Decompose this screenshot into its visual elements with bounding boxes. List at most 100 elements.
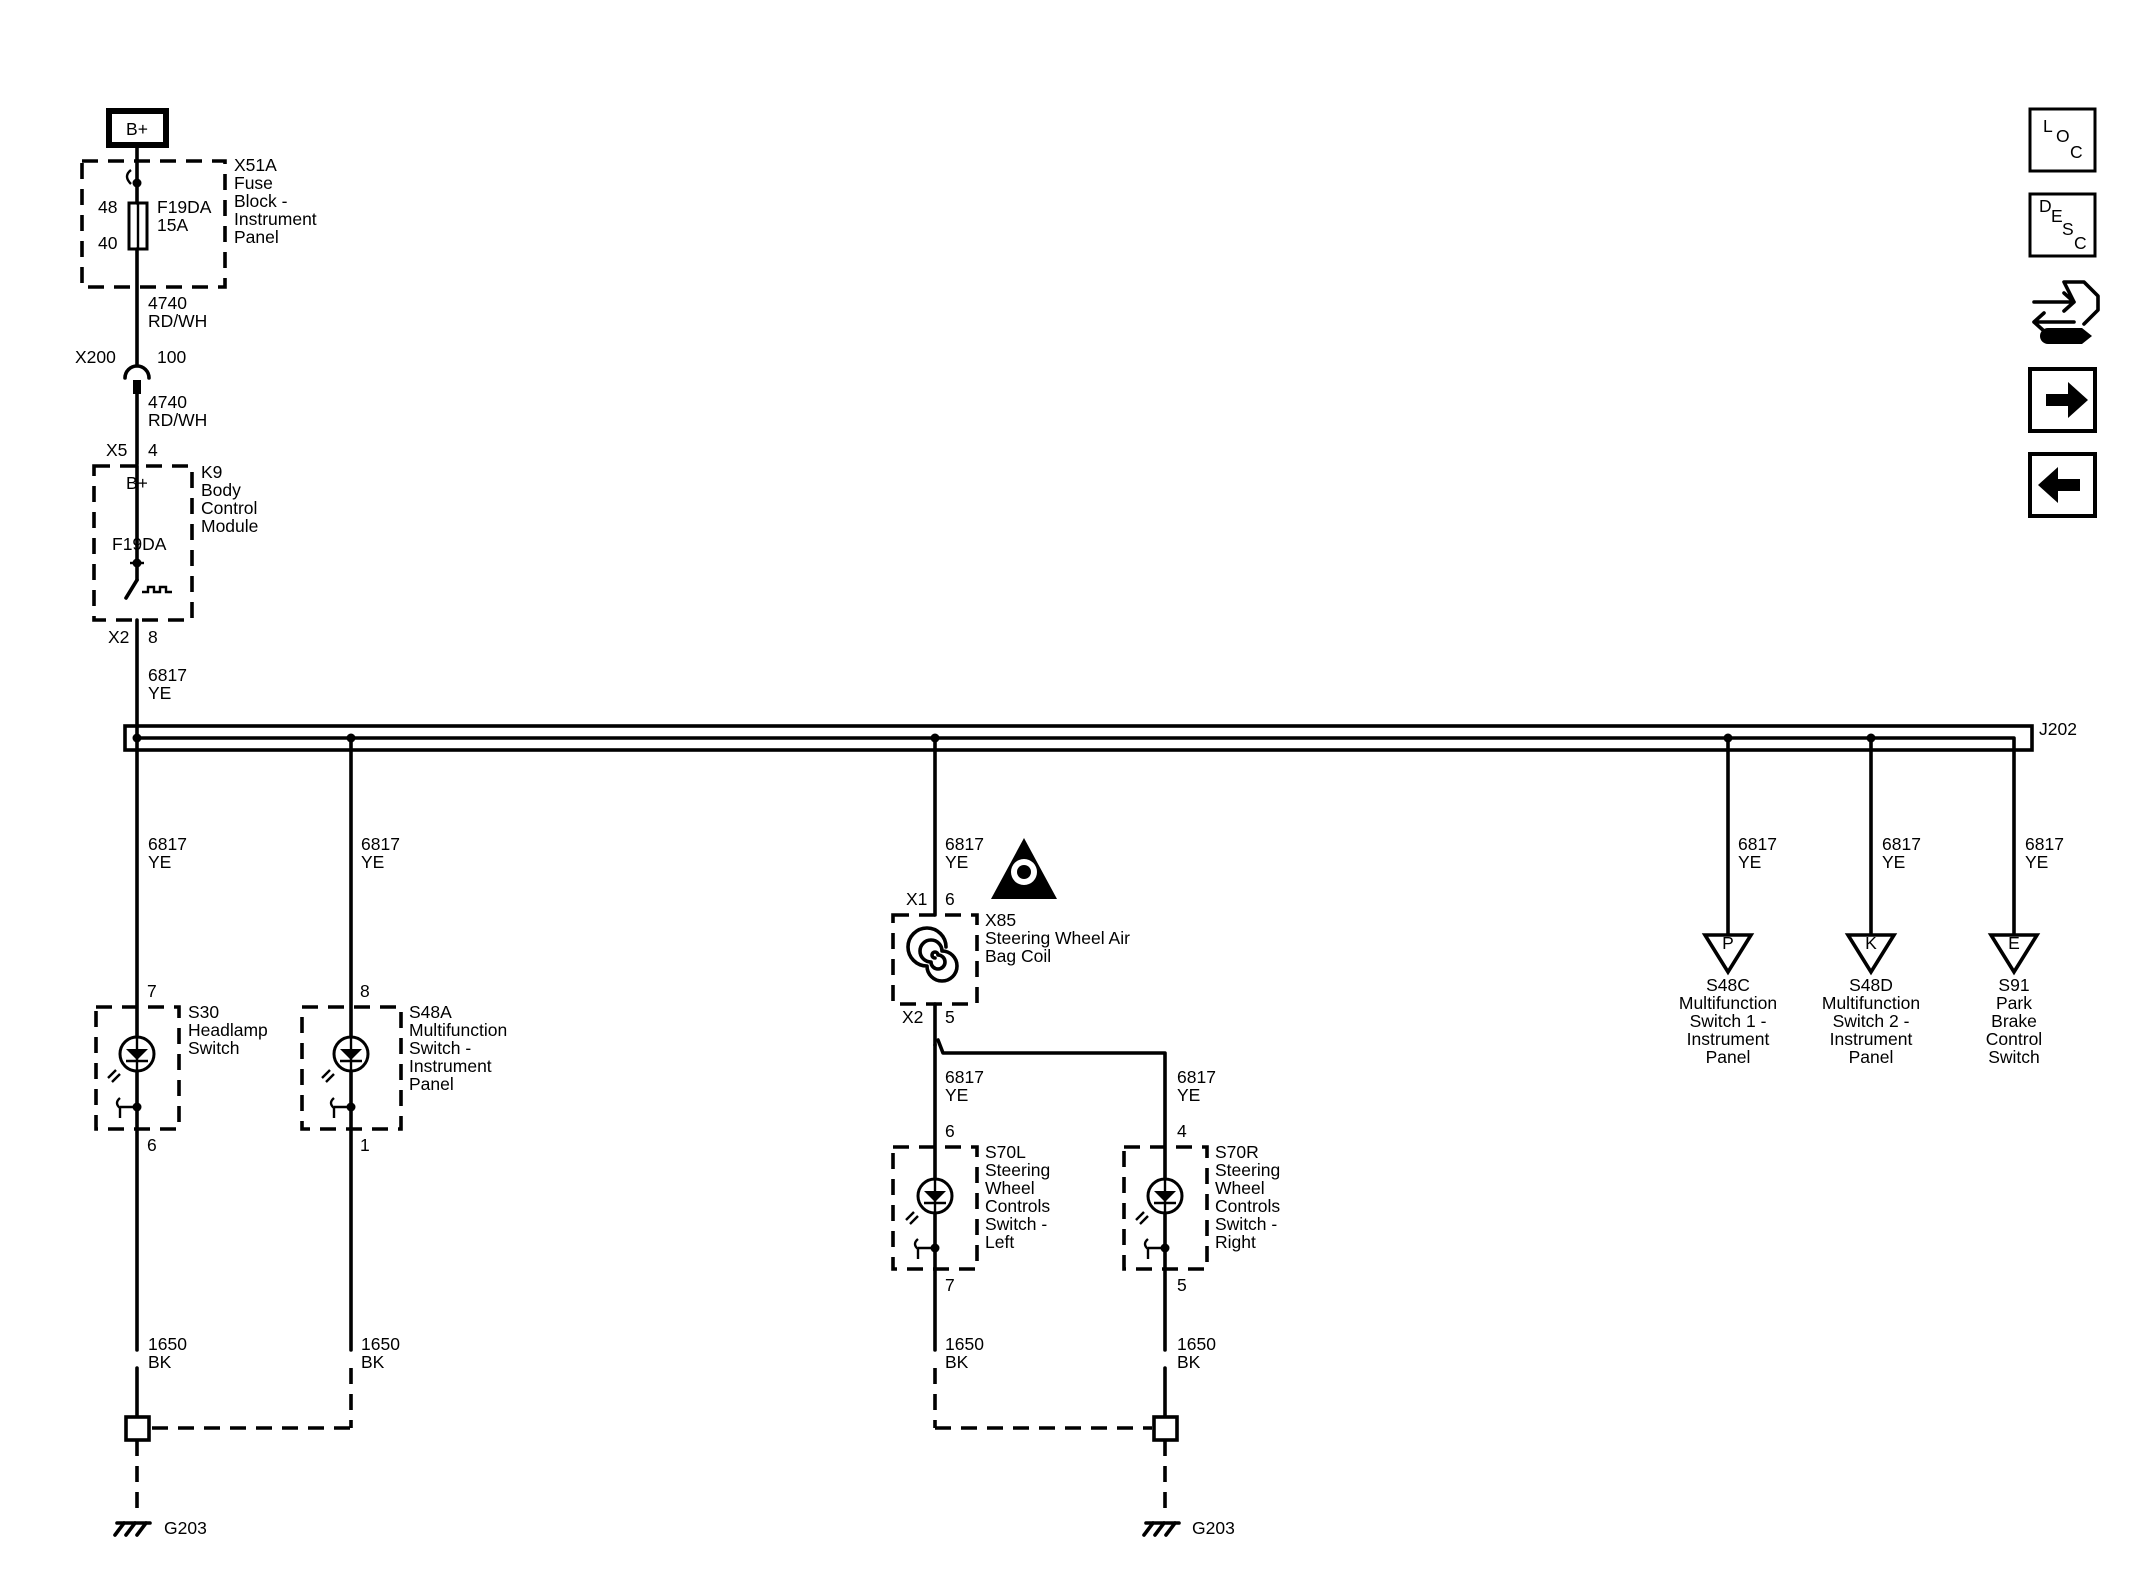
ground-symbol-right: G203	[1142, 1518, 1235, 1538]
bcm-pin-in: 4	[148, 440, 158, 460]
x200-id: X200	[75, 347, 116, 367]
fuse-rating: 15A	[157, 215, 188, 235]
ref-k-name-1: Multifunction	[1822, 993, 1920, 1013]
s70l-ground-color: BK	[945, 1352, 969, 1372]
s48a-pin-bottom: 1	[360, 1135, 370, 1155]
ref-p-letter: P	[1722, 933, 1734, 953]
s30-ground-circuit: 1650	[148, 1334, 187, 1354]
s30-name-2: Switch	[188, 1038, 240, 1058]
s70r-wire-circuit: 6817	[1177, 1067, 1216, 1087]
fuse-block-name-1: Fuse	[234, 173, 273, 193]
offpage-ref-k[interactable]: K	[1844, 736, 1898, 976]
ground-left-label: G203	[164, 1518, 207, 1538]
s70r-ground-circuit: 1650	[1177, 1334, 1216, 1354]
ref-p-name-2: Switch 1 -	[1690, 1011, 1767, 1031]
s48a-name-4: Panel	[409, 1074, 454, 1094]
connector-service-icon[interactable]	[2032, 280, 2100, 344]
wire-4740b-color: RD/WH	[148, 410, 207, 430]
s48a-wire-circuit: 6817	[361, 834, 400, 854]
s48a-ground-color: BK	[361, 1352, 385, 1372]
desc-letter-d: D	[2039, 196, 2052, 216]
ref-k-name-2: Switch 2 -	[1833, 1011, 1910, 1031]
s70r-id: S70R	[1215, 1142, 1259, 1162]
location-button[interactable]: L O C	[2028, 107, 2097, 173]
headlamp-switch-s30: S30 Headlamp Switch	[94, 1002, 268, 1131]
desc-letter-c: C	[2074, 233, 2087, 253]
x85-name-1: Steering Wheel Air	[985, 928, 1130, 948]
s30-wire-color: YE	[148, 852, 171, 872]
x85-name-2: Bag Coil	[985, 946, 1051, 966]
loc-letter-c: C	[2070, 142, 2083, 162]
inline-connector-x200: X200 100	[75, 347, 186, 394]
s48a-ground-circuit: 1650	[361, 1334, 400, 1354]
s70l-wire-color: YE	[945, 1085, 968, 1105]
ref-e-wire-color: YE	[2025, 852, 2048, 872]
s30-ground-color: BK	[148, 1352, 172, 1372]
s70l-pin-bottom: 7	[945, 1275, 955, 1295]
s70l-pin-top: 6	[945, 1121, 955, 1141]
ref-p-name-1: Multifunction	[1679, 993, 1777, 1013]
ground-right-label: G203	[1192, 1518, 1235, 1538]
fuse-pin-out: 40	[98, 233, 118, 253]
s70r-name-3: Controls	[1215, 1196, 1280, 1216]
bcm-name-3: Module	[201, 516, 258, 536]
s30-pin-bottom: 6	[147, 1135, 157, 1155]
bcm-pin-out: 8	[148, 627, 158, 647]
ref-p-wire-circuit: 6817	[1738, 834, 1777, 854]
s48a-name-3: Instrument	[409, 1056, 492, 1076]
fuse-block-id: X51A	[234, 155, 277, 175]
bcm-name-2: Control	[201, 498, 257, 518]
s70r-name-5: Right	[1215, 1232, 1256, 1252]
back-arrow-icon[interactable]	[2028, 452, 2097, 518]
ref-k-name-4: Panel	[1849, 1047, 1894, 1067]
s70r-name-4: Switch -	[1215, 1214, 1277, 1234]
s70l-wire-circuit: 6817	[945, 1067, 984, 1087]
ref-e-name-2: Brake	[1991, 1011, 2037, 1031]
offpage-ref-p[interactable]: P	[1701, 736, 1755, 976]
s48a-wire-color: YE	[361, 852, 384, 872]
s70l-id: S70L	[985, 1142, 1026, 1162]
splice-id: J202	[2039, 719, 2077, 739]
s70r-name-1: Steering	[1215, 1160, 1280, 1180]
bcm-conn-out: X2	[108, 627, 129, 647]
fuse-block-x51a: 48 40 F19DA 15A X51A Fuse Block - Instru…	[80, 155, 317, 289]
body-control-module-k9: X5 4 B+ F19DA X2 8 K9 Body Control Modul…	[92, 440, 258, 647]
bcm-conn-in: X5	[106, 440, 127, 460]
wire-4740b-circuit: 4740	[148, 392, 187, 412]
ref-e-name-4: Switch	[1988, 1047, 2040, 1067]
s30-name-1: Headlamp	[188, 1020, 268, 1040]
loc-letter-o: O	[2056, 126, 2070, 146]
s70r-name-2: Wheel	[1215, 1178, 1265, 1198]
steering-wheel-switch-right-s70r: S70R Steering Wheel Controls Switch - Ri…	[1122, 1142, 1280, 1271]
bus-feed-circuit: 6817	[148, 665, 187, 685]
s70l-name-5: Left	[985, 1232, 1014, 1252]
desc-letter-e: E	[2051, 206, 2063, 226]
ground-network-left	[124, 1366, 353, 1512]
ref-p-name-3: Instrument	[1687, 1029, 1770, 1049]
ground-network-right	[933, 1366, 1179, 1512]
bus-feed-color: YE	[148, 683, 171, 703]
bcm-name-1: Body	[201, 480, 241, 500]
desc-letter-s: S	[2062, 219, 2074, 239]
ref-k-name-3: Instrument	[1830, 1029, 1913, 1049]
x85-conn-out: X2	[902, 1007, 923, 1027]
wire-4740a-color: RD/WH	[148, 311, 207, 331]
x85-pin-out: 5	[945, 1007, 955, 1027]
battery-source: B+	[106, 108, 169, 148]
fuse-block-name-3: Instrument	[234, 209, 317, 229]
next-arrow-icon[interactable]	[2028, 367, 2097, 433]
s30-wire-circuit: 6817	[148, 834, 187, 854]
steering-wheel-switch-left-s70l: S70L Steering Wheel Controls Switch - Le…	[891, 1142, 1050, 1271]
fuse-id: F19DA	[157, 197, 212, 217]
splice-pack-j202: J202	[123, 719, 2077, 752]
offpage-ref-e[interactable]: E	[1987, 748, 2041, 976]
fuse-block-name-2: Block -	[234, 191, 288, 211]
s70l-name-2: Wheel	[985, 1178, 1035, 1198]
s48a-pin-top: 8	[360, 981, 370, 1001]
ref-e-id: S91	[1998, 975, 2029, 995]
s48a-name-2: Switch -	[409, 1038, 471, 1058]
ground-symbol-left: G203	[113, 1518, 207, 1538]
description-button[interactable]: D E S C	[2028, 192, 2097, 258]
s70l-name-4: Switch -	[985, 1214, 1047, 1234]
